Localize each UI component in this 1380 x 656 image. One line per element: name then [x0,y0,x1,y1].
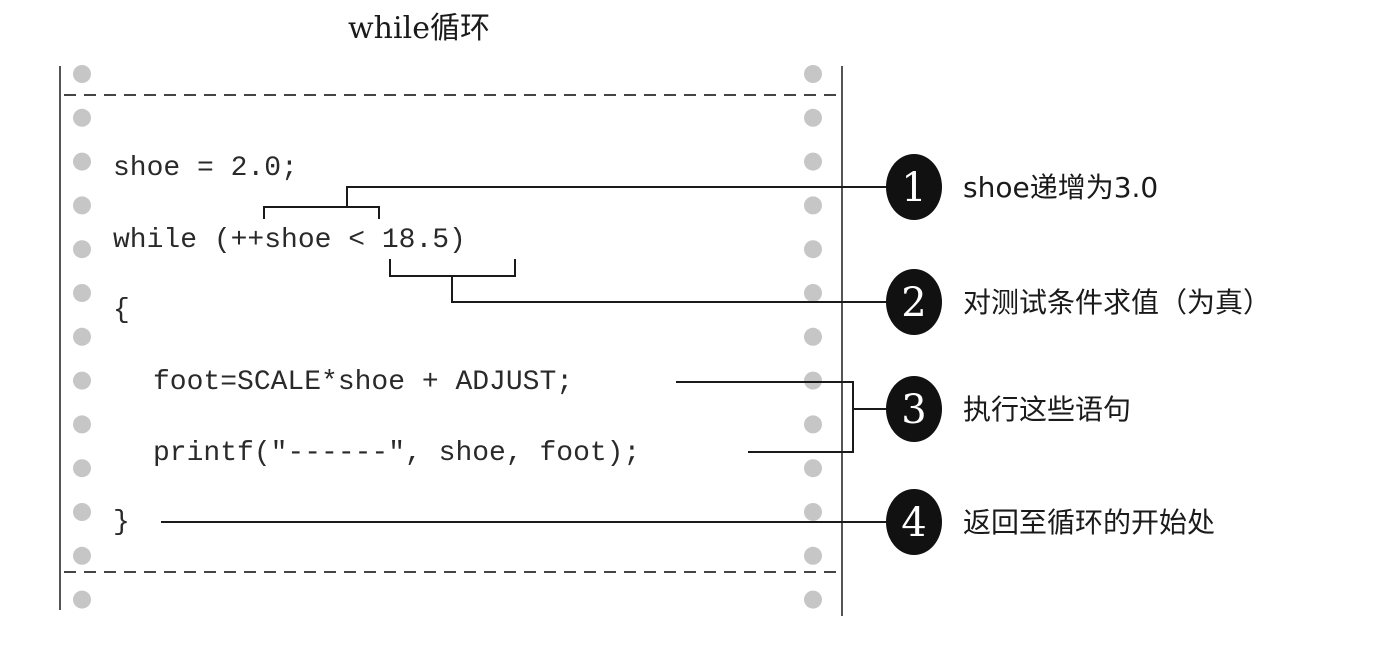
sprocket-hole-left [73,108,91,127]
connector-3 [676,381,888,453]
sprocket-holes-left [73,65,91,609]
sprocket-hole-right [804,327,822,346]
step-1-number: 1 [901,165,926,211]
diagram-title: while循环 [348,11,490,46]
sprocket-hole-left [73,327,91,346]
sprocket-hole-right [804,459,822,478]
sprocket-hole-left [73,590,91,609]
step-4-badge [886,489,942,555]
step-4: 4 返回至循环的开始处 [886,489,1215,555]
sprocket-hole-right [804,65,822,83]
step-3-number: 3 [901,387,926,433]
sprocket-hole-right [804,590,822,609]
sprocket-hole-right [804,284,822,302]
sprocket-hole-left [73,503,91,521]
step-3-text: 执行这些语句 [963,393,1131,426]
connector-2 [389,259,888,303]
code-line-while: while (++shoe < 18.5) [113,225,466,256]
step-3-badge [886,376,942,442]
sprocket-hole-right [804,196,822,215]
sprocket-holes-right [804,65,822,609]
code-line-init: shoe = 2.0; [113,153,298,184]
code-line-foot: foot=SCALE*shoe + ADJUST; [153,367,573,398]
sprocket-hole-left [73,546,91,565]
sprocket-hole-right [804,546,822,565]
code-line-close-brace: } [113,507,130,538]
step-1-badge [886,154,942,220]
code-line-printf: printf("------", shoe, foot); [153,438,640,469]
sprocket-hole-left [73,459,91,478]
step-1-text: shoe递增为3.0 [963,171,1158,204]
step-2-text: 对测试条件求值（为真） [963,286,1271,319]
step-2-number: 2 [901,280,926,326]
connector-1 [263,186,888,219]
step-2-badge [886,269,942,335]
sprocket-hole-left [73,196,91,215]
sprocket-hole-right [804,371,822,390]
sprocket-hole-left [73,152,91,171]
sprocket-hole-right [804,108,822,127]
sprocket-hole-left [73,240,91,259]
sprocket-hole-right [804,415,822,434]
sprocket-hole-left [73,415,91,434]
code-line-open-brace: { [113,295,130,326]
sprocket-hole-left [73,65,91,83]
step-2: 2 对测试条件求值（为真） [886,269,1271,335]
sprocket-hole-right [804,503,822,521]
sprocket-hole-right [804,240,822,259]
sprocket-hole-right [804,152,822,171]
step-4-number: 4 [901,500,926,546]
step-4-text: 返回至循环的开始处 [963,506,1215,539]
sprocket-hole-left [73,284,91,302]
step-3: 3 执行这些语句 [886,376,1131,442]
step-1: 1 shoe递增为3.0 [886,154,1158,220]
sprocket-hole-left [73,371,91,390]
